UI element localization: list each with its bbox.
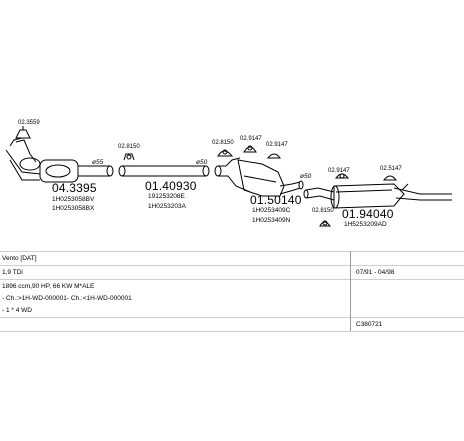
part-3-ref-1: 1H0253409C <box>252 207 291 214</box>
exhaust-system-diagram: 02.3559 02.8150 02.8150 02.9147 02.9147 … <box>5 120 452 228</box>
table-row-power: 1896 ccm,90 HP, 66 KW M*ALE <box>0 279 464 293</box>
part-4-code: 01.94040 <box>342 207 394 221</box>
part-2-ref-2: 1H0253203A <box>148 203 186 210</box>
catalog-code: C380721 <box>356 321 383 328</box>
mount-a6 <box>334 173 350 179</box>
vehicle-drive: - 1 * 4 WD <box>2 307 32 314</box>
table-divider <box>0 317 464 318</box>
vehicle-power: 1896 ccm,90 HP, 66 KW M*ALE <box>2 283 95 290</box>
table-divider <box>0 279 464 280</box>
vehicle-engine: 1,9 TDi <box>2 269 23 276</box>
mount-a4 <box>243 145 257 153</box>
part-2-code: 01.40930 <box>145 179 197 193</box>
table-divider <box>0 331 464 332</box>
vehicle-date-range: 07/91 - 04/98 <box>356 269 395 276</box>
table-row-engine: 1,9 TDi 07/91 - 04/98 <box>0 265 464 279</box>
accessory-a1-code: 02.3559 <box>18 120 40 126</box>
vehicle-chassis: - Ch.:>1H-WD-000001- Ch.:<1H-WD-000001 <box>2 295 132 302</box>
accessory-a5-code: 02.9147 <box>266 142 288 148</box>
accessory-a7-code: 02.8150 <box>312 208 334 214</box>
table-divider <box>0 251 464 252</box>
clamp-a1 <box>15 126 31 139</box>
part-2-ref-1: 191253208E <box>148 193 185 200</box>
mount-a3 <box>217 149 234 157</box>
part-1-code: 04.3395 <box>52 181 97 195</box>
part-3-ref-2: 1H0253409N <box>252 217 291 224</box>
accessory-a8-code: 02.5147 <box>380 166 402 172</box>
front-pipe-catalyst <box>5 137 114 183</box>
table-row-chassis: - Ch.:>1H-WD-000001- Ch.:<1H-WD-000001 <box>0 291 464 305</box>
mount-a5 <box>266 153 282 159</box>
mount-a7 <box>319 220 332 227</box>
accessory-a3-code: 02.8150 <box>212 140 234 146</box>
diameter-d3: ø50 <box>300 173 312 180</box>
diagram-drawing <box>5 126 452 227</box>
clamp-a2 <box>123 153 135 161</box>
table-row-drive: - 1 * 4 WD <box>0 303 464 317</box>
table-divider <box>0 265 464 266</box>
vehicle-model: Vento [DAT] <box>2 255 37 262</box>
part-4-ref-1: 1H5253209AD <box>344 221 387 228</box>
table-row-model: Vento [DAT] <box>0 251 464 265</box>
diameter-d2: ø50 <box>196 159 208 166</box>
part-3-code: 01.50140 <box>250 193 302 207</box>
diameter-d1: ø55 <box>92 159 104 166</box>
accessory-a2-code: 02.8150 <box>118 144 140 150</box>
accessory-a6-code: 02.9147 <box>328 168 350 174</box>
centre-silencer <box>214 157 304 197</box>
part-1-ref-1: 1H0253058BV <box>52 196 95 203</box>
middle-pipe <box>118 165 210 177</box>
table-row-code: C380721 <box>0 317 464 331</box>
mount-a8 <box>382 175 398 181</box>
part-1-ref-2: 1H0253058BX <box>52 205 95 212</box>
accessory-a4-code: 02.9147 <box>240 136 262 142</box>
table-column-divider <box>350 251 351 331</box>
rear-silencer <box>303 183 452 209</box>
